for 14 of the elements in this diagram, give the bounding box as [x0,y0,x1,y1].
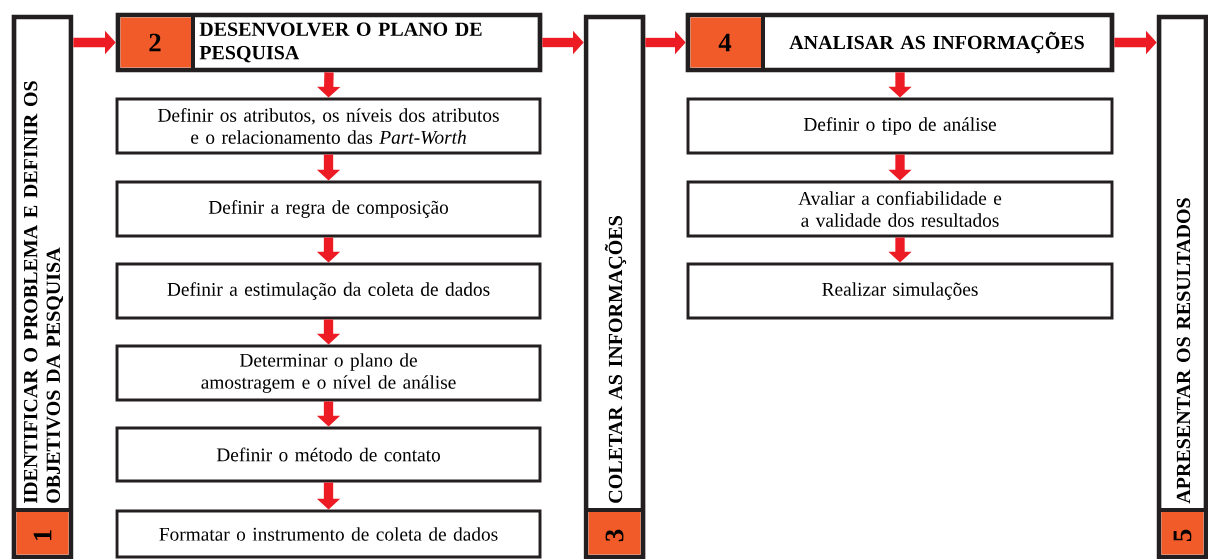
process-box: Definir a estimulação da coleta de dados [115,262,542,320]
step-header: 4 ANALISAR AS INFORMAÇÕES [685,12,1115,73]
process-box: Definir a regra de composição [115,180,542,238]
process-box: Avaliar a confiabilidade e a validade dos resultados [686,180,1114,238]
process-box: Determinar o plano de amostragem e o nível de análise [115,344,542,402]
step-column: IDENTIFICAR O PROBLEMA E DEFINIR OS OBJETIVOS DA PESQUISA 1 [11,14,74,559]
step-column: COLETAR AS INFORMAÇÕES 3 [583,14,646,559]
step-column: APRESENTAR OS RESULTADOS 5 [1156,14,1208,559]
step-header: 2 DESENVOLVER O PLANO DE PESQUISA [115,12,543,73]
process-box: Realizar simulações [686,262,1114,320]
process-box: Definir o tipo de análise [686,97,1114,155]
process-box: Definir os atributos, os níveis dos atributos e o relacionamento das Part-Worth [115,97,542,155]
process-box: Definir o método de contato [115,426,542,483]
process-box: Formatar o instrumento de coleta de dados [115,509,542,559]
